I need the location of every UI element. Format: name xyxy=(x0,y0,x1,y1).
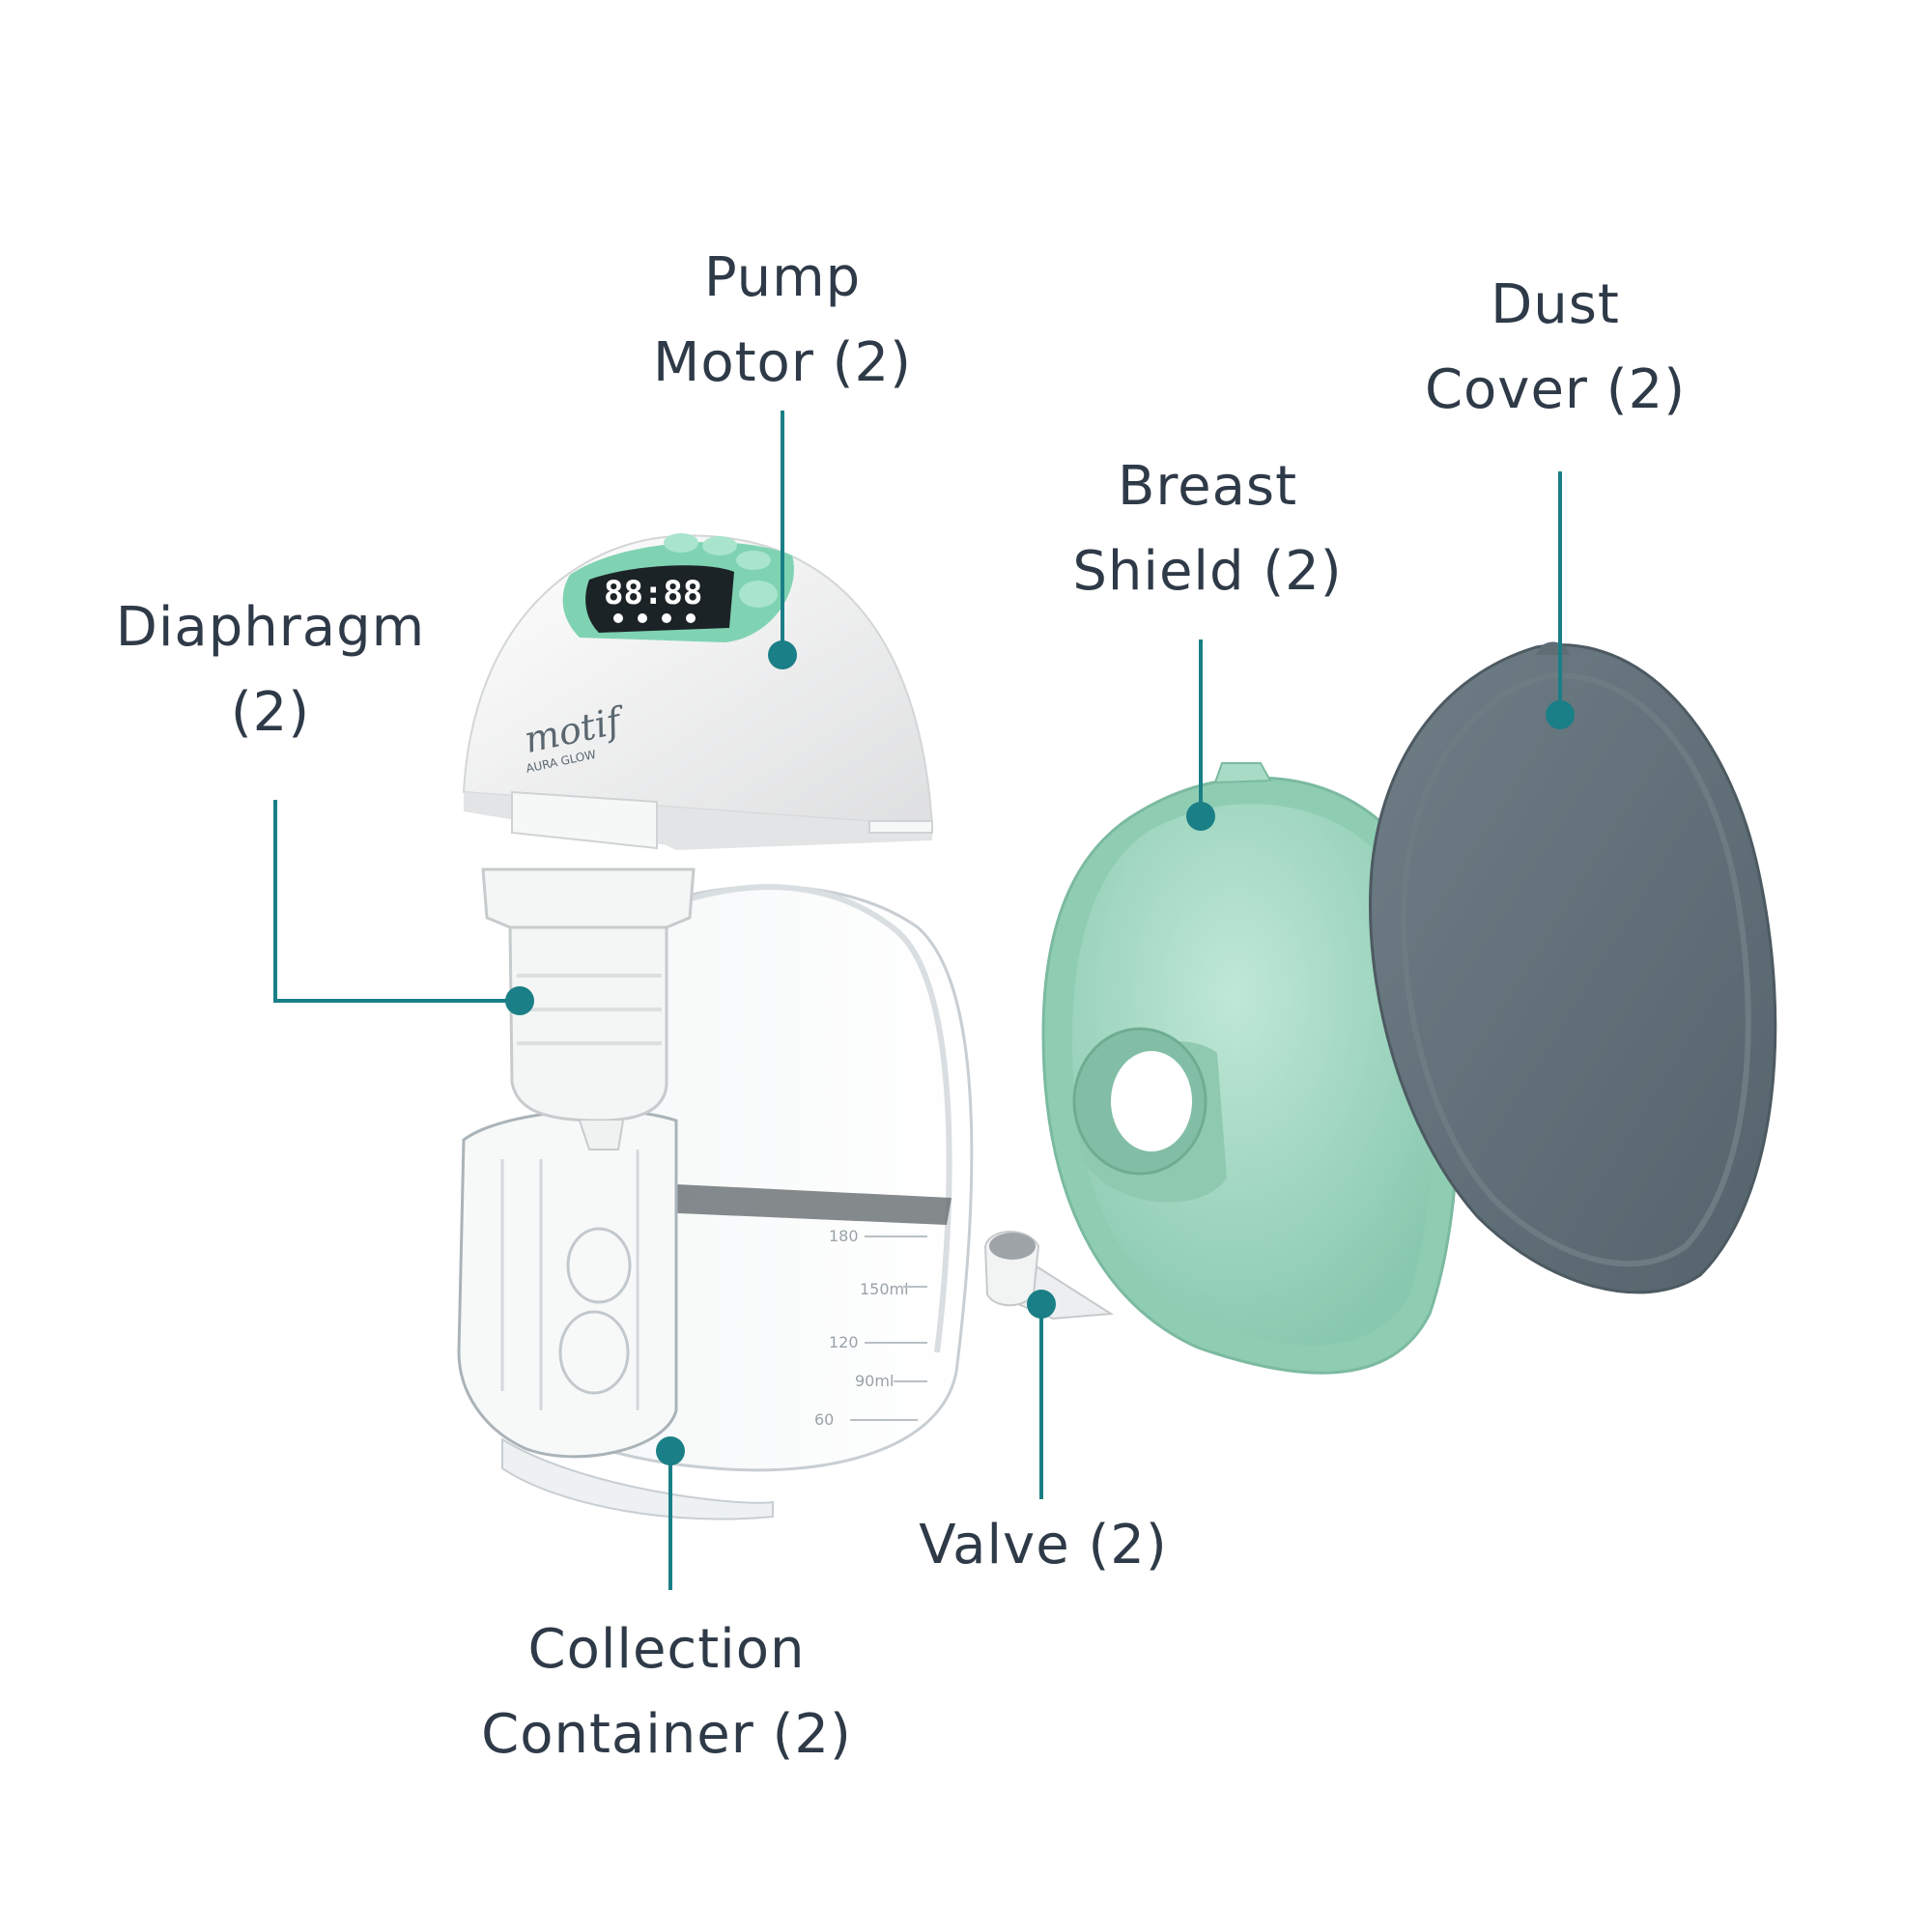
diaphragm xyxy=(481,867,696,1151)
leader-lines xyxy=(273,411,1562,1590)
label-line: Container (2) xyxy=(481,1703,852,1766)
collection-container: 180 150ml 120 90ml 60 xyxy=(457,884,974,1520)
container-dot xyxy=(656,1436,685,1465)
power-button xyxy=(739,581,778,608)
label-line: Dust xyxy=(1491,273,1620,336)
dust-cover xyxy=(1368,641,1777,1294)
svg-text:90ml: 90ml xyxy=(855,1372,894,1390)
breast-shield-dot xyxy=(1186,802,1215,831)
svg-text:180: 180 xyxy=(829,1227,859,1245)
label-line: Collection xyxy=(527,1618,806,1681)
label-line: Shield (2) xyxy=(1072,540,1343,603)
label-line: Pump xyxy=(703,246,862,309)
label-breast-shield: Breast Shield (2) xyxy=(1024,444,1391,614)
minus-button xyxy=(664,533,698,553)
fill-line xyxy=(657,1183,952,1225)
svg-text:60: 60 xyxy=(814,1410,834,1429)
dust-cover-dot xyxy=(1546,700,1575,729)
label-line: Cover (2) xyxy=(1424,358,1687,421)
plus-button xyxy=(702,536,737,555)
label-line: (2) xyxy=(230,681,311,744)
label-pump-motor: Pump Motor (2) xyxy=(580,236,985,406)
volume-scale: 180 150ml 120 90ml 60 xyxy=(814,1227,927,1429)
svg-text:88:88: 88:88 xyxy=(604,574,702,612)
led-display xyxy=(585,565,734,633)
pump-motor-dot xyxy=(768,640,797,669)
svg-text:120: 120 xyxy=(829,1333,859,1351)
label-line: Motor (2) xyxy=(653,331,912,394)
label-line: Breast xyxy=(1117,455,1298,518)
valve-dot xyxy=(1027,1290,1056,1319)
mode-button xyxy=(736,551,771,570)
label-dust-cover: Dust Cover (2) xyxy=(1372,263,1739,433)
diaphragm-leader xyxy=(273,800,520,1003)
svg-text:150ml: 150ml xyxy=(860,1280,909,1298)
label-line: Valve (2) xyxy=(919,1514,1168,1577)
breast-shield xyxy=(1041,762,1461,1375)
label-valve: Valve (2) xyxy=(869,1503,1217,1588)
label-collection-container: Collection Container (2) xyxy=(425,1607,908,1777)
valve xyxy=(983,1231,1115,1321)
label-diaphragm: Diaphragm (2) xyxy=(58,585,483,755)
label-line: Diaphragm xyxy=(115,596,426,659)
leader-dots xyxy=(505,640,1575,1465)
pump-motor: 88:88 motif AURA GLOW xyxy=(462,533,934,850)
diaphragm-dot xyxy=(505,986,534,1015)
